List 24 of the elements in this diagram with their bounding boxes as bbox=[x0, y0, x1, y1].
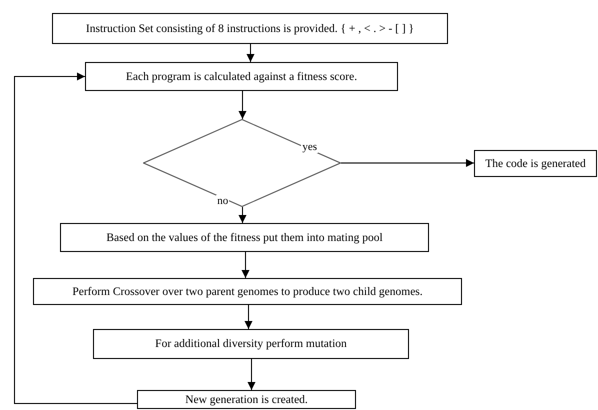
arrow bbox=[340, 159, 474, 167]
arrow bbox=[248, 358, 256, 390]
arrow bbox=[238, 90, 246, 120]
process-box bbox=[137, 390, 356, 409]
box-text: Instruction Set consisting of 8 instructions is provided. { + , < . > - [ ] } bbox=[86, 22, 414, 34]
process-box bbox=[85, 62, 398, 91]
process-box bbox=[93, 329, 409, 359]
process-box bbox=[60, 223, 429, 252]
arrow bbox=[242, 252, 250, 278]
box-text: The code is generated bbox=[485, 158, 586, 170]
edge-label: no bbox=[216, 194, 230, 207]
process-box bbox=[474, 150, 597, 177]
box-text: For additional diversity perform mutation bbox=[155, 338, 347, 350]
box-text: Based on the values of the fitness put them into mating pool bbox=[106, 232, 383, 244]
arrow bbox=[246, 44, 254, 62]
arrow bbox=[14, 72, 138, 404]
process-box bbox=[33, 278, 462, 305]
box-text: Perform Crossover over two parent genomes to produce two child genomes. bbox=[72, 286, 423, 298]
process-box bbox=[52, 13, 448, 44]
box-text: New generation is created. bbox=[185, 394, 308, 406]
arrow bbox=[244, 304, 252, 330]
decision-diamond bbox=[143, 119, 341, 207]
arrow bbox=[238, 206, 246, 224]
box-text: Each program is calculated against a fitness score. bbox=[126, 70, 358, 82]
